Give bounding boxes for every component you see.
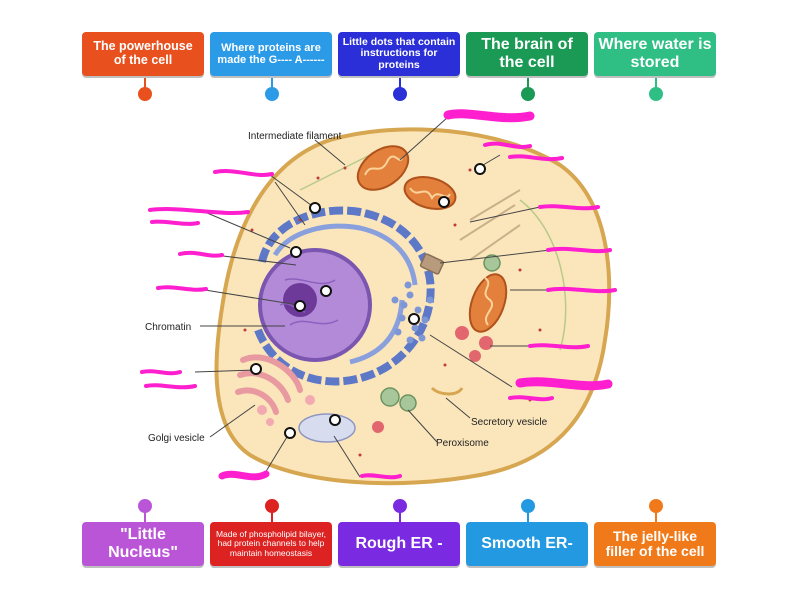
drop-target-rough-er[interactable] [290, 246, 302, 258]
answer-card-powerhouse[interactable]: The powerhouse of the cell [82, 32, 204, 76]
card-stem [399, 509, 401, 523]
answer-card-membrane[interactable]: Made of phospholipid bilayer, had protei… [210, 522, 332, 566]
answer-card-cytoplasm[interactable]: The jelly-like filler of the cell [594, 522, 716, 566]
label-secretory-vesicle: Secretory vesicle [471, 417, 548, 428]
drop-target-cytoplasm[interactable] [284, 427, 296, 439]
card-knob[interactable] [138, 87, 152, 101]
card-stem [399, 78, 401, 92]
answer-card-smooth-er[interactable]: Smooth ER- [466, 522, 588, 566]
card-stem [527, 78, 529, 92]
drop-target-mitochondrion-large[interactable] [438, 196, 450, 208]
drop-target-ribosome[interactable] [309, 202, 321, 214]
mitochondrion [356, 145, 410, 191]
mitochondrion [468, 273, 508, 333]
centrosome [419, 253, 445, 275]
smooth-er [391, 281, 434, 344]
golgi-apparatus [235, 354, 303, 415]
vacuole [298, 413, 356, 443]
drop-target-vacuole[interactable] [329, 414, 341, 426]
answer-card-vacuole[interactable]: Where water is stored [594, 32, 716, 76]
card-stem [144, 509, 146, 523]
label-chromatin: Chromatin [145, 322, 191, 333]
rough-er [254, 206, 435, 386]
card-stem [144, 78, 146, 92]
drop-target-smooth-er[interactable] [408, 313, 420, 325]
label-intermediate-filament: Intermediate filament [248, 131, 342, 142]
drop-target-plasma-membrane[interactable] [474, 163, 486, 175]
card-stem [271, 509, 273, 523]
card-knob[interactable] [265, 87, 279, 101]
drop-target-nucleolus[interactable] [294, 300, 306, 312]
peroxisome [380, 387, 400, 407]
card-knob[interactable] [393, 499, 407, 513]
answer-card-nucleus[interactable]: The brain of the cell [466, 32, 588, 76]
drop-target-golgi[interactable] [250, 363, 262, 375]
card-stem [655, 78, 657, 92]
card-knob[interactable] [649, 87, 663, 101]
card-stem [527, 509, 529, 523]
card-knob[interactable] [138, 499, 152, 513]
card-knob[interactable] [521, 87, 535, 101]
card-knob[interactable] [649, 499, 663, 513]
drop-target-nucleus[interactable] [320, 285, 332, 297]
answer-card-nucleolus[interactable]: "Little Nucleus" [82, 522, 204, 566]
answer-card-ribosomes[interactable]: Little dots that contain instructions fo… [338, 32, 460, 76]
answer-card-rough-er[interactable]: Rough ER - [338, 522, 460, 566]
card-stem [655, 509, 657, 523]
card-knob[interactable] [393, 87, 407, 101]
card-stem [271, 78, 273, 92]
answer-card-golgi[interactable]: Where proteins are made the G---- A-----… [210, 32, 332, 76]
card-knob[interactable] [521, 499, 535, 513]
label-peroxisome: Peroxisome [436, 438, 489, 449]
label-golgi-vesicle: Golgi vesicle [148, 433, 205, 444]
card-knob[interactable] [265, 499, 279, 513]
redaction-scribbles [140, 109, 617, 481]
lysosome [455, 326, 469, 340]
